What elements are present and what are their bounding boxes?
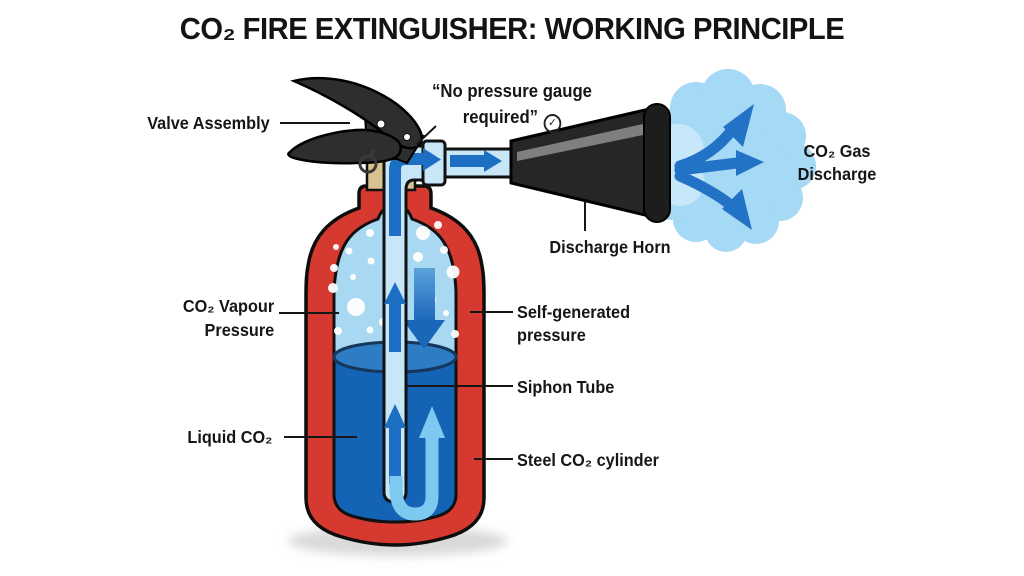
arrow-down-right [722,189,752,230]
horn-highlight [517,124,643,161]
valve-handle [287,76,426,165]
pressure-down-arrow [403,268,445,349]
label-self-generated-pressure: Self-generated pressure [517,301,630,347]
handle-lower-lever [287,128,402,165]
label-no-pressure-gauge: “No pressure gauge required”✓ [428,78,595,133]
discharge-arrows [674,104,764,230]
label-co2-vapour-line2: Pressure [204,320,274,340]
label-steel-cylinder: Steel CO₂ cylinder [517,450,660,470]
elbow-flow-arrow [423,148,441,171]
horn-rim [643,103,671,223]
label-discharge-horn: Discharge Horn [549,237,671,257]
handle-rivet-1 [376,119,386,129]
tube-up-arrow-vapour [384,282,406,304]
label-self-pressure-line1: Self-generated [517,302,631,322]
liquid-intake-arrow [419,406,445,438]
leader-no-gauge [416,125,437,145]
label-no-pressure-gauge-line1: “No pressure gauge [431,81,592,101]
label-co2-vapour-pressure: CO₂ Vapour Pressure [183,294,274,342]
label-co2-gas-discharge-line1: CO₂ Gas [803,141,871,161]
label-liquid-co2: Liquid CO₂ [187,427,272,447]
safety-pin-ring [358,154,378,174]
page-title: CO₂ FIRE EXTINGUISHER: WORKING PRINCIPLE [179,11,845,46]
leader-lines [279,122,586,460]
handle-rivet-2 [403,133,411,141]
label-no-pressure-gauge-line2: required”✓ [428,104,595,133]
label-valve-assembly: Valve Assembly [147,113,270,133]
label-co2-gas-discharge: CO₂ Gas Discharge [781,140,893,186]
tube-up-arrow-liquid [384,404,406,428]
pipe-flow-arrow [484,150,502,172]
arrow-right [736,150,764,176]
label-co2-gas-discharge-line2: Discharge [797,164,877,184]
arrow-up-right [723,104,754,147]
label-siphon-tube: Siphon Tube [517,377,615,397]
label-self-pressure-line2: pressure [517,325,586,345]
check-circle-icon: ✓ [543,113,562,133]
label-co2-vapour-line1: CO₂ Vapour [182,296,274,316]
handle-upper-lever [290,76,423,150]
